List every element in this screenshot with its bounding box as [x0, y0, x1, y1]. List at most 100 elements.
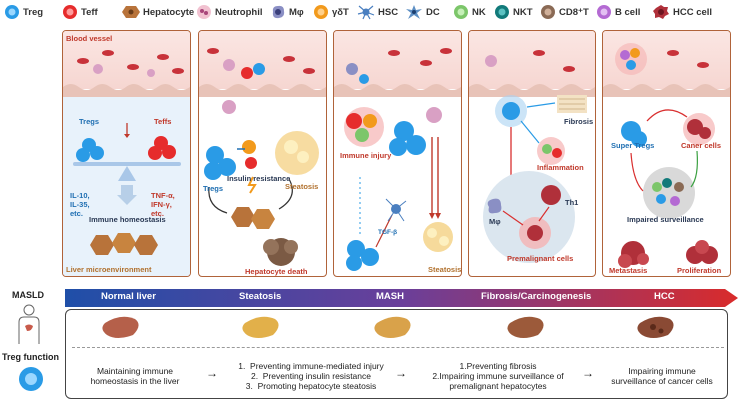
function-normal: Maintaining immune homeostasis in the li… — [90, 366, 180, 386]
divider-line — [72, 347, 724, 348]
legend-item-bcell: B cell — [596, 4, 640, 20]
impaired-label: Impaired surveillance — [627, 215, 704, 224]
masld-label: MASLD — [12, 290, 44, 300]
blood-vessel — [334, 31, 461, 89]
function-steatosis: 1. Preventing immune-mediated injury 2. … — [238, 361, 384, 391]
homeostasis-label: Immune homeostasis — [89, 215, 166, 224]
arrow-right-icon: → — [582, 366, 594, 380]
vessel-cells — [207, 48, 315, 79]
legend-item-hepatocyte: Hepatocyte — [122, 4, 194, 20]
hcc-scene — [618, 109, 718, 268]
legend-label: Teff — [81, 6, 98, 18]
death-label: Hepatocyte death — [245, 267, 308, 276]
premalignant-label: Premalignant cells — [507, 254, 574, 263]
proliferation-label: Proliferation — [677, 266, 722, 275]
tgf-label: TGF-β — [378, 229, 398, 236]
blood-vessel — [199, 31, 326, 89]
vessel-wall — [63, 84, 190, 97]
legend-label: Mφ — [289, 6, 304, 18]
function-fibrosis: 1.Preventing fibrosis 2.Impairing immune… — [432, 361, 564, 391]
vessel-wall — [603, 84, 730, 97]
immune-injury-label: Immune injury — [340, 151, 392, 160]
teffs-label: Teffs — [154, 117, 172, 126]
balance-scale — [73, 123, 181, 205]
legend-item-treg: Treg — [4, 4, 43, 20]
arrow-right-icon: → — [395, 366, 407, 380]
tregs-label: Tregs — [79, 117, 100, 126]
legend-item-teff: Teff — [62, 4, 98, 20]
panel-mash: Immune injury TGF-β Steatosis — [333, 30, 462, 277]
legend-item-dc: DC — [405, 4, 440, 20]
th1-label: Th1 — [565, 198, 579, 207]
nk-icon — [454, 5, 468, 19]
treg-icon — [5, 5, 19, 19]
treg-icon — [19, 367, 43, 391]
legend-label: Treg — [23, 6, 44, 18]
stage-mash: MASH — [376, 291, 404, 302]
legend-label: CD8⁺T — [559, 6, 589, 18]
legend-item-nkt: NKT — [494, 4, 533, 20]
vessel-wall — [469, 84, 595, 97]
fibrosis-label: Fibrosis — [564, 117, 594, 126]
metastasis-label: Metastasis — [609, 266, 648, 275]
timeline-bar — [65, 289, 738, 307]
vessel-cells — [485, 50, 575, 72]
insulin-label: Insulin resistance — [227, 174, 291, 183]
panel-steatosis: Tregs Insulin resistance Steatosis Hepat… — [198, 30, 327, 277]
dc-icon — [406, 5, 422, 19]
inflammation-label: Inflammation — [537, 163, 584, 172]
hepatocyte-cluster — [90, 233, 158, 255]
bcell-icon — [597, 5, 611, 19]
il-label: IL-10, IL-35, etc. — [70, 191, 90, 218]
stage-hcc: HCC — [654, 291, 675, 302]
legend-item-hcc: HCC cell — [652, 4, 712, 20]
stage-normal-liver: Normal liver — [101, 291, 156, 302]
microenv-label: Liver microenvironment — [66, 265, 152, 274]
legend-item-gdt: γδT — [313, 4, 349, 20]
vessel-cells — [615, 43, 709, 75]
macrophage-icon — [272, 5, 285, 19]
nkt-icon — [495, 5, 509, 19]
neutrophil-icon — [197, 5, 211, 19]
human-icon — [18, 304, 40, 344]
fibrosis-scene — [483, 95, 587, 263]
stage-fibrosis: Fibrosis/Carcinogenesis — [481, 291, 592, 302]
caner-cells-label: Caner cells — [681, 141, 722, 150]
steatosis-label: Steatosis — [428, 265, 462, 274]
legend-label: B cell — [615, 6, 641, 18]
legend: Treg Teff Hepatocyte Neutrophil Mφ γδT H… — [0, 0, 740, 24]
legend-label: HCC cell — [673, 6, 713, 18]
legend-label: γδT — [332, 6, 349, 18]
steatosis-label: Steatosis — [285, 182, 319, 191]
legend-item-nk: NK — [453, 4, 486, 20]
teff-icon — [63, 5, 77, 19]
legend-label: DC — [426, 6, 440, 18]
vessel-wall — [199, 84, 326, 97]
arrow-right-icon: → — [206, 366, 218, 380]
legend-label: Hepatocyte — [143, 6, 195, 18]
legend-item-neutrophil: Neutrophil — [196, 4, 263, 20]
rbc-group — [77, 50, 184, 77]
function-hcc: Impairing immune surveillance of cancer … — [611, 366, 713, 386]
steatosis-scene — [204, 100, 319, 266]
blood-vessel-label: Blood vessel — [66, 34, 113, 43]
legend-label: HSC — [378, 6, 399, 18]
mphi-label: Mφ — [489, 217, 501, 226]
function-box — [65, 309, 728, 399]
panel-fibrosis: Fibrosis Inflammation Th1 Mφ Premalignan… — [468, 30, 596, 277]
hcc-cell-icon — [653, 5, 669, 19]
vessel-wall — [334, 84, 461, 97]
hsc-icon — [357, 5, 375, 20]
hepatocyte-icon — [122, 6, 140, 18]
legend-item-hsc: HSC — [357, 4, 398, 20]
treg-function-label: Treg function — [2, 352, 59, 362]
legend-item-cd8t: CD8⁺T — [540, 4, 589, 20]
cd8t-icon — [541, 5, 555, 19]
liver-row — [102, 316, 674, 338]
stage-steatosis: Steatosis — [239, 291, 282, 302]
tregs-label: Tregs — [203, 184, 224, 193]
legend-label: Neutrophil — [215, 6, 263, 18]
legend-label: NK — [472, 6, 486, 18]
legend-item-macrophage: Mφ — [270, 4, 304, 20]
tnf-label: TNF-α, IFN-γ, etc. — [151, 191, 175, 218]
